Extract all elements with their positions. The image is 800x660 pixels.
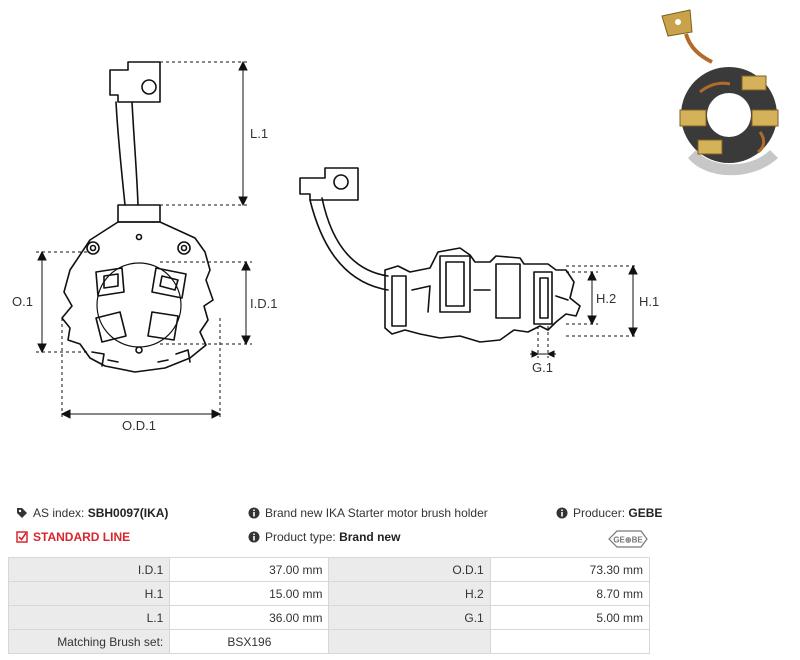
spec-table: I.D.1 37.00 mm O.D.1 73.30 mm H.1 15.00 … xyxy=(7,557,651,654)
dim-label-o1: O.1 xyxy=(12,294,33,309)
spec-value-h1: 15.00 mm xyxy=(169,581,330,606)
info-icon xyxy=(248,531,260,543)
spec-value-id1: 37.00 mm xyxy=(169,557,330,582)
standard-line-row: STANDARD LINE xyxy=(16,530,130,544)
dim-label-l1: L.1 xyxy=(250,126,268,141)
spec-label-g1: G.1 xyxy=(328,605,491,630)
spec-label-od1: O.D.1 xyxy=(328,557,491,582)
table-row: I.D.1 37.00 mm O.D.1 73.30 mm xyxy=(7,557,651,582)
spec-label-matching-brush-set: Matching Brush set: xyxy=(7,629,171,654)
product-photo xyxy=(661,9,779,176)
spec-value-od1: 73.30 mm xyxy=(489,557,651,582)
info-icon xyxy=(556,507,568,519)
as-index-label: AS index: xyxy=(33,506,85,520)
dim-label-g1: G.1 xyxy=(532,360,553,375)
as-index-value: SBH0097(IKA) xyxy=(87,506,169,520)
info-icon xyxy=(248,507,260,519)
product-type-label: Product type: xyxy=(265,530,336,544)
producer-value: GEBE xyxy=(628,506,663,520)
table-row: H.1 15.00 mm H.2 8.70 mm xyxy=(7,581,651,606)
dim-label-h1: H.1 xyxy=(639,294,659,309)
spec-value-l1: 36.00 mm xyxy=(169,605,330,630)
spec-value-g1: 5.00 mm xyxy=(489,605,651,630)
spec-label-id1: I.D.1 xyxy=(7,557,171,582)
standard-line-label: STANDARD LINE xyxy=(33,530,131,544)
spec-value-matching-brush-set[interactable]: BSX196 xyxy=(169,629,330,654)
as-index-row: AS index: SBH0097(IKA) xyxy=(16,506,168,520)
logo-text: GE⊕BE xyxy=(613,536,643,545)
producer-label: Producer: xyxy=(573,506,626,520)
spec-value-empty xyxy=(489,629,651,654)
checkbox-checked-icon xyxy=(16,531,28,543)
dim-label-h2: H.2 xyxy=(596,291,616,306)
spec-label-h2: H.2 xyxy=(328,581,491,606)
producer-row: Producer: GEBE xyxy=(556,506,662,520)
front-view xyxy=(61,61,214,373)
tag-icon xyxy=(17,508,27,518)
technical-drawing: L.1 O.1 I.D.1 O.D.1 H.1 H.2 G.1 xyxy=(12,9,779,433)
spec-value-h2: 8.70 mm xyxy=(489,581,651,606)
dim-label-od1: O.D.1 xyxy=(122,418,156,433)
description-text: Brand new IKA Starter motor brush holder xyxy=(265,506,488,520)
spec-label-h1: H.1 xyxy=(7,581,171,606)
description-row: Brand new IKA Starter motor brush holder xyxy=(248,506,488,520)
product-type-row: Product type: Brand new xyxy=(248,530,400,544)
dim-label-id1: I.D.1 xyxy=(250,296,277,311)
side-view xyxy=(299,167,581,343)
table-row: L.1 36.00 mm G.1 5.00 mm xyxy=(7,605,651,630)
spec-label-l1: L.1 xyxy=(7,605,171,630)
spec-label-empty xyxy=(328,629,491,654)
product-type-value: Brand new xyxy=(339,530,401,544)
table-row: Matching Brush set: BSX196 xyxy=(7,629,651,654)
gebe-logo: GE⊕BE xyxy=(608,530,648,548)
